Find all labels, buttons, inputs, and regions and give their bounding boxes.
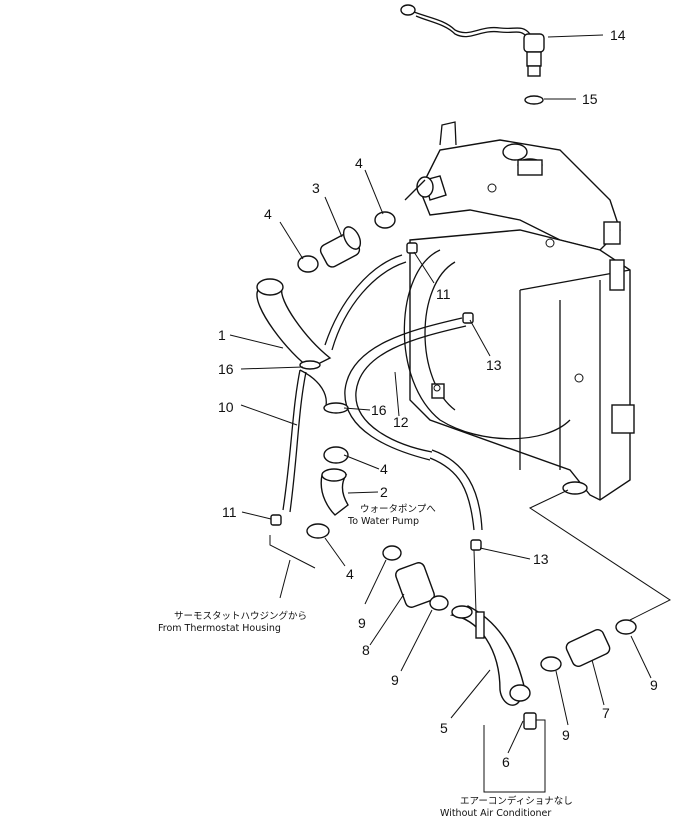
tube-12 [324,254,467,461]
sensor-assembly [400,4,545,105]
callout-8: 8 [362,642,370,658]
callout-9: 9 [562,727,570,743]
hose-3 [319,226,362,268]
callout-15: 15 [582,91,598,107]
captions: ウォータポンプへ To Water Pump サーモスタットハウジングから Fr… [158,504,573,819]
callout-16: 16 [371,402,387,418]
callout-4: 4 [346,566,354,582]
callout-7: 7 [602,705,610,721]
callout-9: 9 [650,677,658,693]
callout-2: 2 [380,484,388,500]
callout-9: 9 [358,615,366,631]
callout-14: 14 [610,27,626,43]
callout-4: 4 [380,461,388,477]
callout-9: 9 [391,672,399,688]
lower-hose-assembly [382,545,637,730]
callout-13: 13 [486,357,502,373]
caption-water-pump-en: To Water Pump [347,516,419,527]
clip-set [270,242,482,551]
callout-16: 16 [218,361,234,377]
caption-thermostat-en: From Thermostat Housing [158,623,281,634]
callout-13: 13 [533,551,549,567]
hose-2 [320,468,349,516]
callout-1: 1 [218,327,226,343]
leader-lines [229,34,672,793]
caption-no-aircon-jp: エアーコンディショナなし [460,795,573,807]
clamp-4-set [297,211,396,539]
callout-3: 3 [312,180,320,196]
callout-5: 5 [440,720,448,736]
callout-10: 10 [218,399,234,415]
radiator [403,121,635,501]
callout-11: 11 [436,286,451,302]
tube-10 [282,369,483,531]
callout-numbers: 14 15 4 3 4 1 11 13 16 10 16 12 4 2 11 1… [218,27,658,770]
callout-11: 11 [222,504,237,520]
callout-6: 6 [502,754,510,770]
callout-4: 4 [355,155,363,171]
caption-water-pump-jp: ウォータポンプへ [360,504,436,515]
callout-12: 12 [393,414,409,430]
caption-no-aircon-en: Without Air Conditioner [440,808,551,819]
callout-4: 4 [264,206,272,222]
caption-thermostat-jp: サーモスタットハウジングから [174,610,307,622]
